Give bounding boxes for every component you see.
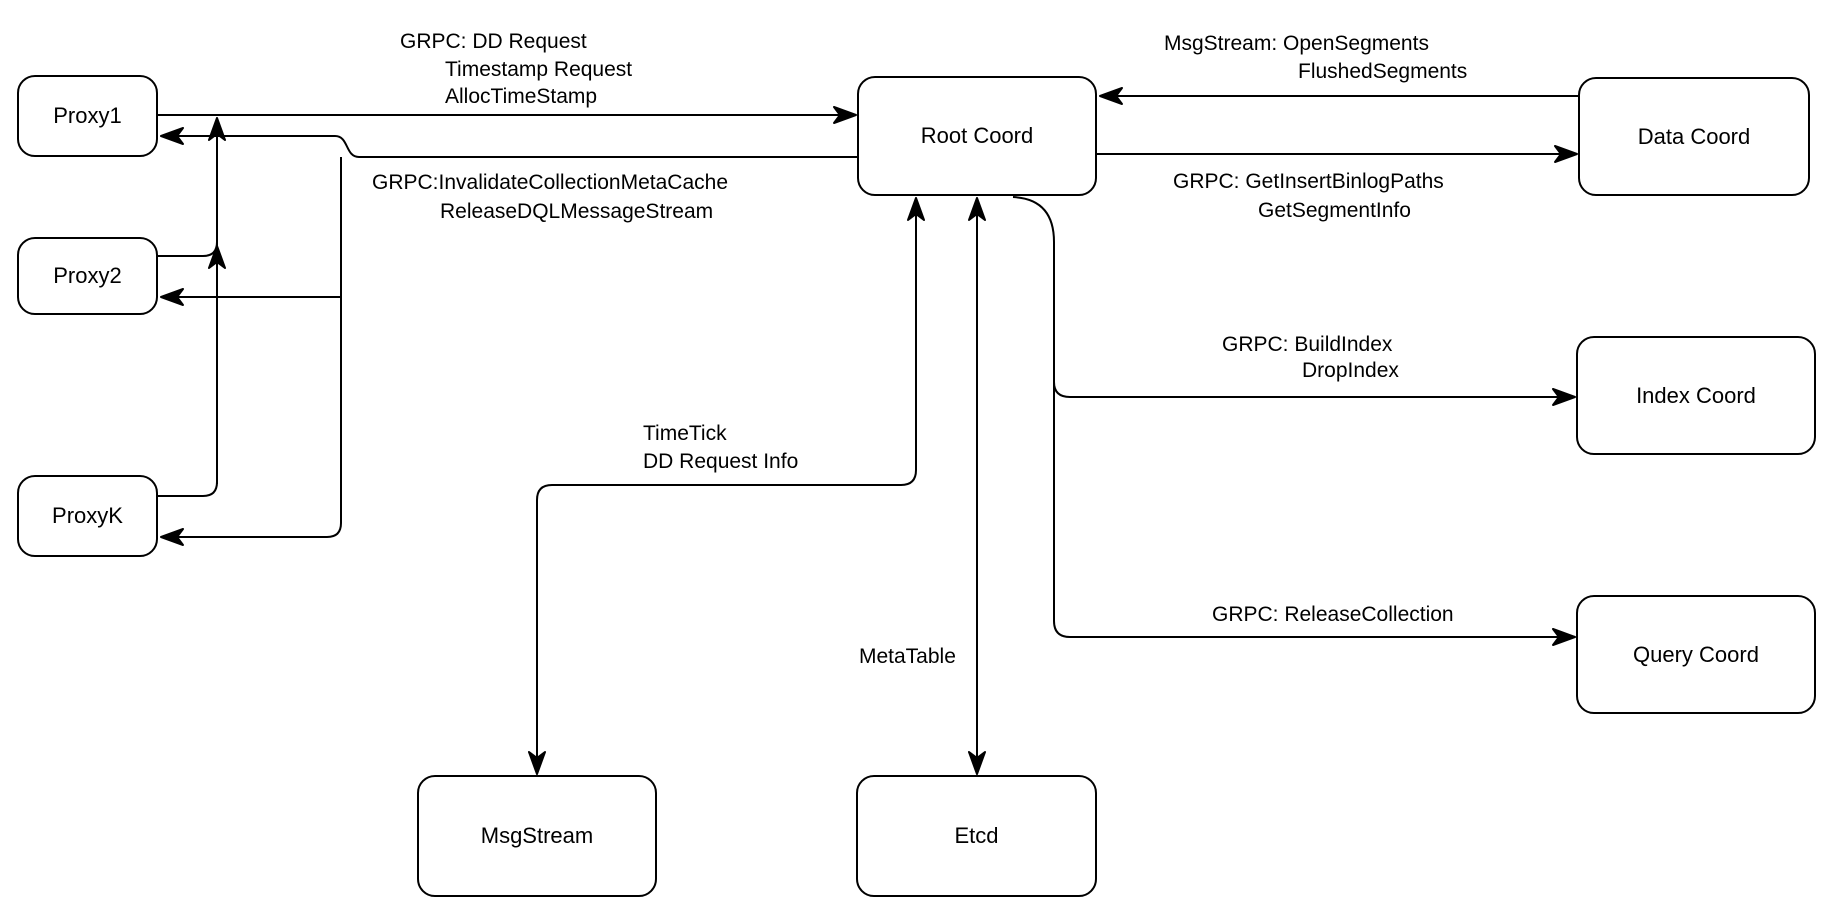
edge-label-root-to-index-line2: DropIndex — [1302, 359, 1399, 382]
node-root-coord: Root Coord — [857, 76, 1097, 196]
arrowhead-into-proxy2 — [160, 288, 184, 306]
edge-label-root-to-msgstream-line2: DD Request Info — [643, 450, 799, 473]
arrowhead-into-index-coord — [1552, 388, 1576, 406]
arrowhead-into-query-coord — [1552, 628, 1576, 646]
edge-label-proxies-to-root-line3: AllocTimeStamp — [445, 85, 598, 108]
arrowhead-into-data-coord — [1554, 145, 1578, 163]
edge-label-root-to-msgstream-line1: TimeTick — [643, 422, 727, 445]
edge-label-data-to-root-line1: MsgStream: OpenSegments — [1164, 32, 1429, 55]
node-data-coord: Data Coord — [1578, 77, 1810, 196]
node-query-coord-label: Query Coord — [1633, 641, 1759, 667]
edge-label-root-to-etcd-line1: MetaTable — [859, 645, 956, 668]
arrowhead-msgstream-into-root-coord — [907, 197, 925, 221]
arrowhead-into-root-coord-right — [1099, 87, 1123, 105]
edge-label-root-to-query-line1: GRPC: ReleaseCollection — [1212, 603, 1454, 626]
arrowhead-into-etcd — [968, 751, 986, 775]
node-msgstream-label: MsgStream — [480, 823, 594, 848]
edge-label-data-to-root-line2: FlushedSegments — [1298, 60, 1468, 83]
edge-label-root-to-proxies-line2: ReleaseDQLMessageStream — [440, 200, 714, 223]
node-etcd: Etcd — [856, 775, 1097, 897]
edge-label-root-to-proxies-line1: GRPC:InvalidateCollectionMetaCache — [372, 171, 729, 194]
node-proxyk: ProxyK — [17, 475, 158, 557]
node-etcd-label: Etcd — [954, 823, 999, 848]
arrowhead-merge-mid — [208, 245, 226, 269]
edge-root-coord-to-msgstream-line — [536, 214, 917, 758]
node-index-coord: Index Coord — [1576, 336, 1816, 455]
edge-root-coord-proxy-branch-vertical-line — [177, 157, 342, 538]
node-msgstream: MsgStream — [417, 775, 657, 897]
edge-label-root-to-data-line2: GetSegmentInfo — [1258, 199, 1411, 222]
node-index-coord-label: Index Coord — [1636, 382, 1756, 408]
arrowhead-into-proxyk — [160, 528, 184, 546]
node-proxy1-label: Proxy1 — [53, 103, 122, 128]
edge-proxy2-merge-feed-line — [158, 241, 218, 257]
node-proxy2-label: Proxy2 — [53, 263, 122, 288]
node-root-coord-label: Root Coord — [920, 123, 1034, 148]
arrowhead-into-root-coord-left — [833, 106, 857, 124]
arrowhead-etcd-into-root-coord — [968, 197, 986, 221]
node-proxy1: Proxy1 — [17, 75, 158, 157]
node-proxy2: Proxy2 — [17, 237, 158, 315]
edge-root-coord-to-proxy1-line — [177, 135, 857, 158]
edge-label-proxies-to-root-line2: Timestamp Request — [445, 58, 633, 81]
edge-label-root-to-index-line1: GRPC: BuildIndex — [1222, 333, 1393, 356]
node-query-coord: Query Coord — [1576, 595, 1816, 714]
node-data-coord-label: Data Coord — [1637, 123, 1751, 149]
edge-proxyk-merge-feed-line — [158, 481, 218, 497]
edge-root-coord-to-query-coord-line — [1012, 196, 1559, 638]
arrowhead-into-proxy1 — [160, 127, 184, 145]
node-proxyk-label: ProxyK — [52, 503, 123, 528]
edge-label-proxies-to-root-line1: GRPC: DD Request — [400, 30, 587, 53]
edge-root-coord-to-index-coord-line — [1053, 381, 1559, 398]
edge-label-root-to-data-line1: GRPC: GetInsertBinlogPaths — [1173, 170, 1444, 193]
arrowhead-into-msgstream — [528, 751, 546, 775]
arrowhead-merge-top — [208, 117, 226, 141]
